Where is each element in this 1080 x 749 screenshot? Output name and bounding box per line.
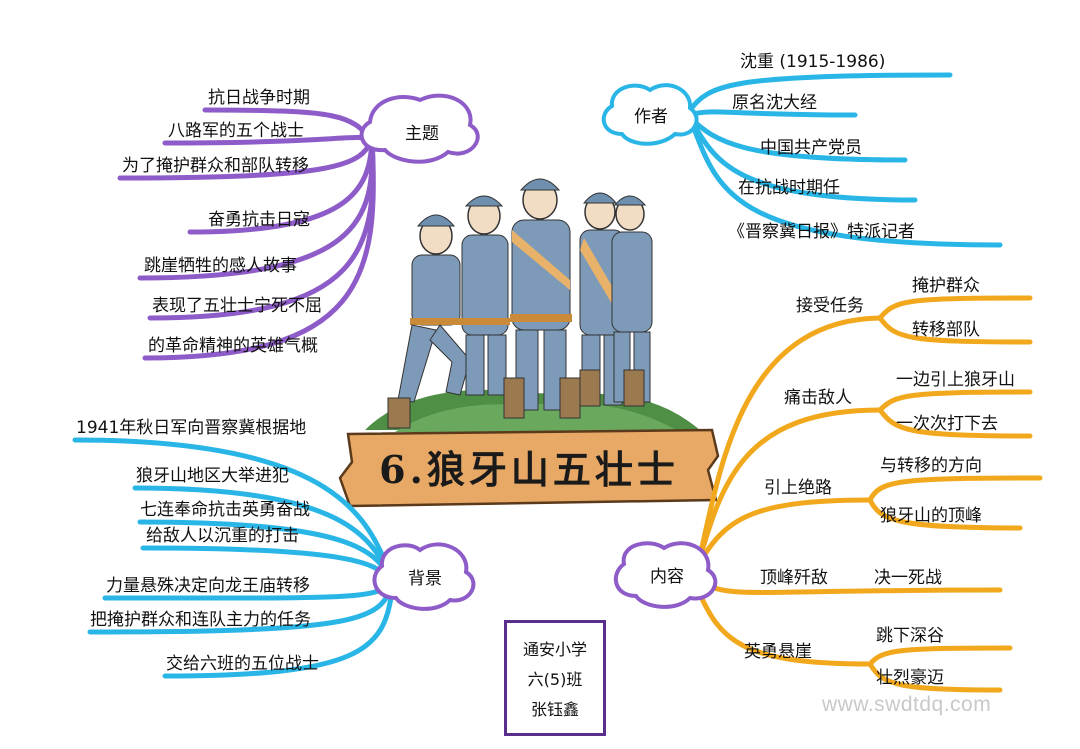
- content-sub-item: 转移部队: [912, 320, 980, 340]
- author-item: 中国共产党员: [760, 138, 862, 158]
- soldiers-illustration: [365, 178, 700, 432]
- content-sub-item: 狼牙山的顶峰: [880, 506, 982, 526]
- theme-item: 的革命精神的英雄气概: [148, 336, 318, 356]
- watermark: www.swdtdq.com: [822, 693, 992, 716]
- content-sub-item: 一边引上狼牙山: [896, 370, 1015, 390]
- content-group-label: 英勇悬崖: [744, 642, 812, 662]
- background-item: 七连奉命抗击英勇奋战: [140, 500, 310, 520]
- school-name: 通安小学: [522, 640, 587, 659]
- content-sub-item: 跳下深谷: [876, 626, 944, 646]
- background-hub-cloud: [372, 542, 476, 611]
- class-name: 六(5)班: [527, 670, 583, 689]
- soldier-3: [503, 178, 581, 419]
- theme-item: 表现了五壮士宁死不屈: [152, 296, 322, 316]
- background-item: 交给六班的五位战士: [166, 654, 319, 674]
- soldier-1: [387, 214, 471, 429]
- content-sub-item: 决一死战: [874, 568, 942, 588]
- content-sub-item: 一次次打下去: [896, 414, 998, 434]
- theme-item: 奋勇抗击日寇: [208, 210, 310, 230]
- content-group-label: 顶峰歼敌: [760, 568, 828, 588]
- content-sub-item: 掩护群众: [912, 276, 980, 296]
- soldier-5: [611, 195, 653, 407]
- page-title: 6.狼牙山五壮士: [379, 446, 679, 492]
- theme-item: 抗日战争时期: [208, 88, 310, 108]
- content-branches: [695, 295, 1043, 693]
- theme-item: 为了掩护群众和部队转移: [122, 156, 309, 176]
- background-item: 狼牙山地区大举进犯: [136, 466, 289, 486]
- content-hub-cloud: [613, 541, 718, 609]
- author-item: 原名沈大经: [732, 93, 817, 113]
- content-group-label: 接受任务: [796, 296, 864, 316]
- theme-branches: [117, 107, 376, 361]
- content-sub-item: 壮烈豪迈: [876, 668, 944, 688]
- theme-item: 跳崖牺牲的感人故事: [144, 256, 297, 276]
- soldier-2: [460, 195, 510, 396]
- title-banner-shape: [338, 428, 720, 508]
- content-group-label: 痛击敌人: [784, 388, 852, 408]
- content-hub: 内容: [650, 566, 684, 587]
- signature-box: 通安小学 六(5)班 张钰鑫: [504, 620, 606, 736]
- background-item: 1941年秋日军向晋察冀根据地: [76, 418, 307, 438]
- theme-hub: 主题: [405, 123, 439, 144]
- background-item: 把掩护群众和连队主力的任务: [90, 610, 311, 630]
- theme-hub-cloud: [359, 93, 480, 164]
- content-sub-item: 与转移的方向: [880, 456, 982, 476]
- author-hub: 作者: [634, 106, 668, 127]
- theme-item: 八路军的五个战士: [168, 121, 304, 141]
- author-item: 沈重 (1915-1986): [740, 52, 886, 72]
- author-branches: [687, 72, 1003, 248]
- author-hub-cloud: [601, 83, 699, 146]
- author-item: 在抗战时期任: [738, 178, 840, 198]
- author-item: 《晋察冀日报》特派记者: [728, 222, 915, 242]
- background-item: 给敌人以沉重的打击: [146, 526, 299, 546]
- background-hub: 背景: [408, 568, 442, 589]
- author-name: 张钰鑫: [530, 700, 579, 719]
- background-item: 力量悬殊决定向龙王庙转移: [106, 576, 310, 596]
- content-group-label: 引上绝路: [764, 478, 832, 498]
